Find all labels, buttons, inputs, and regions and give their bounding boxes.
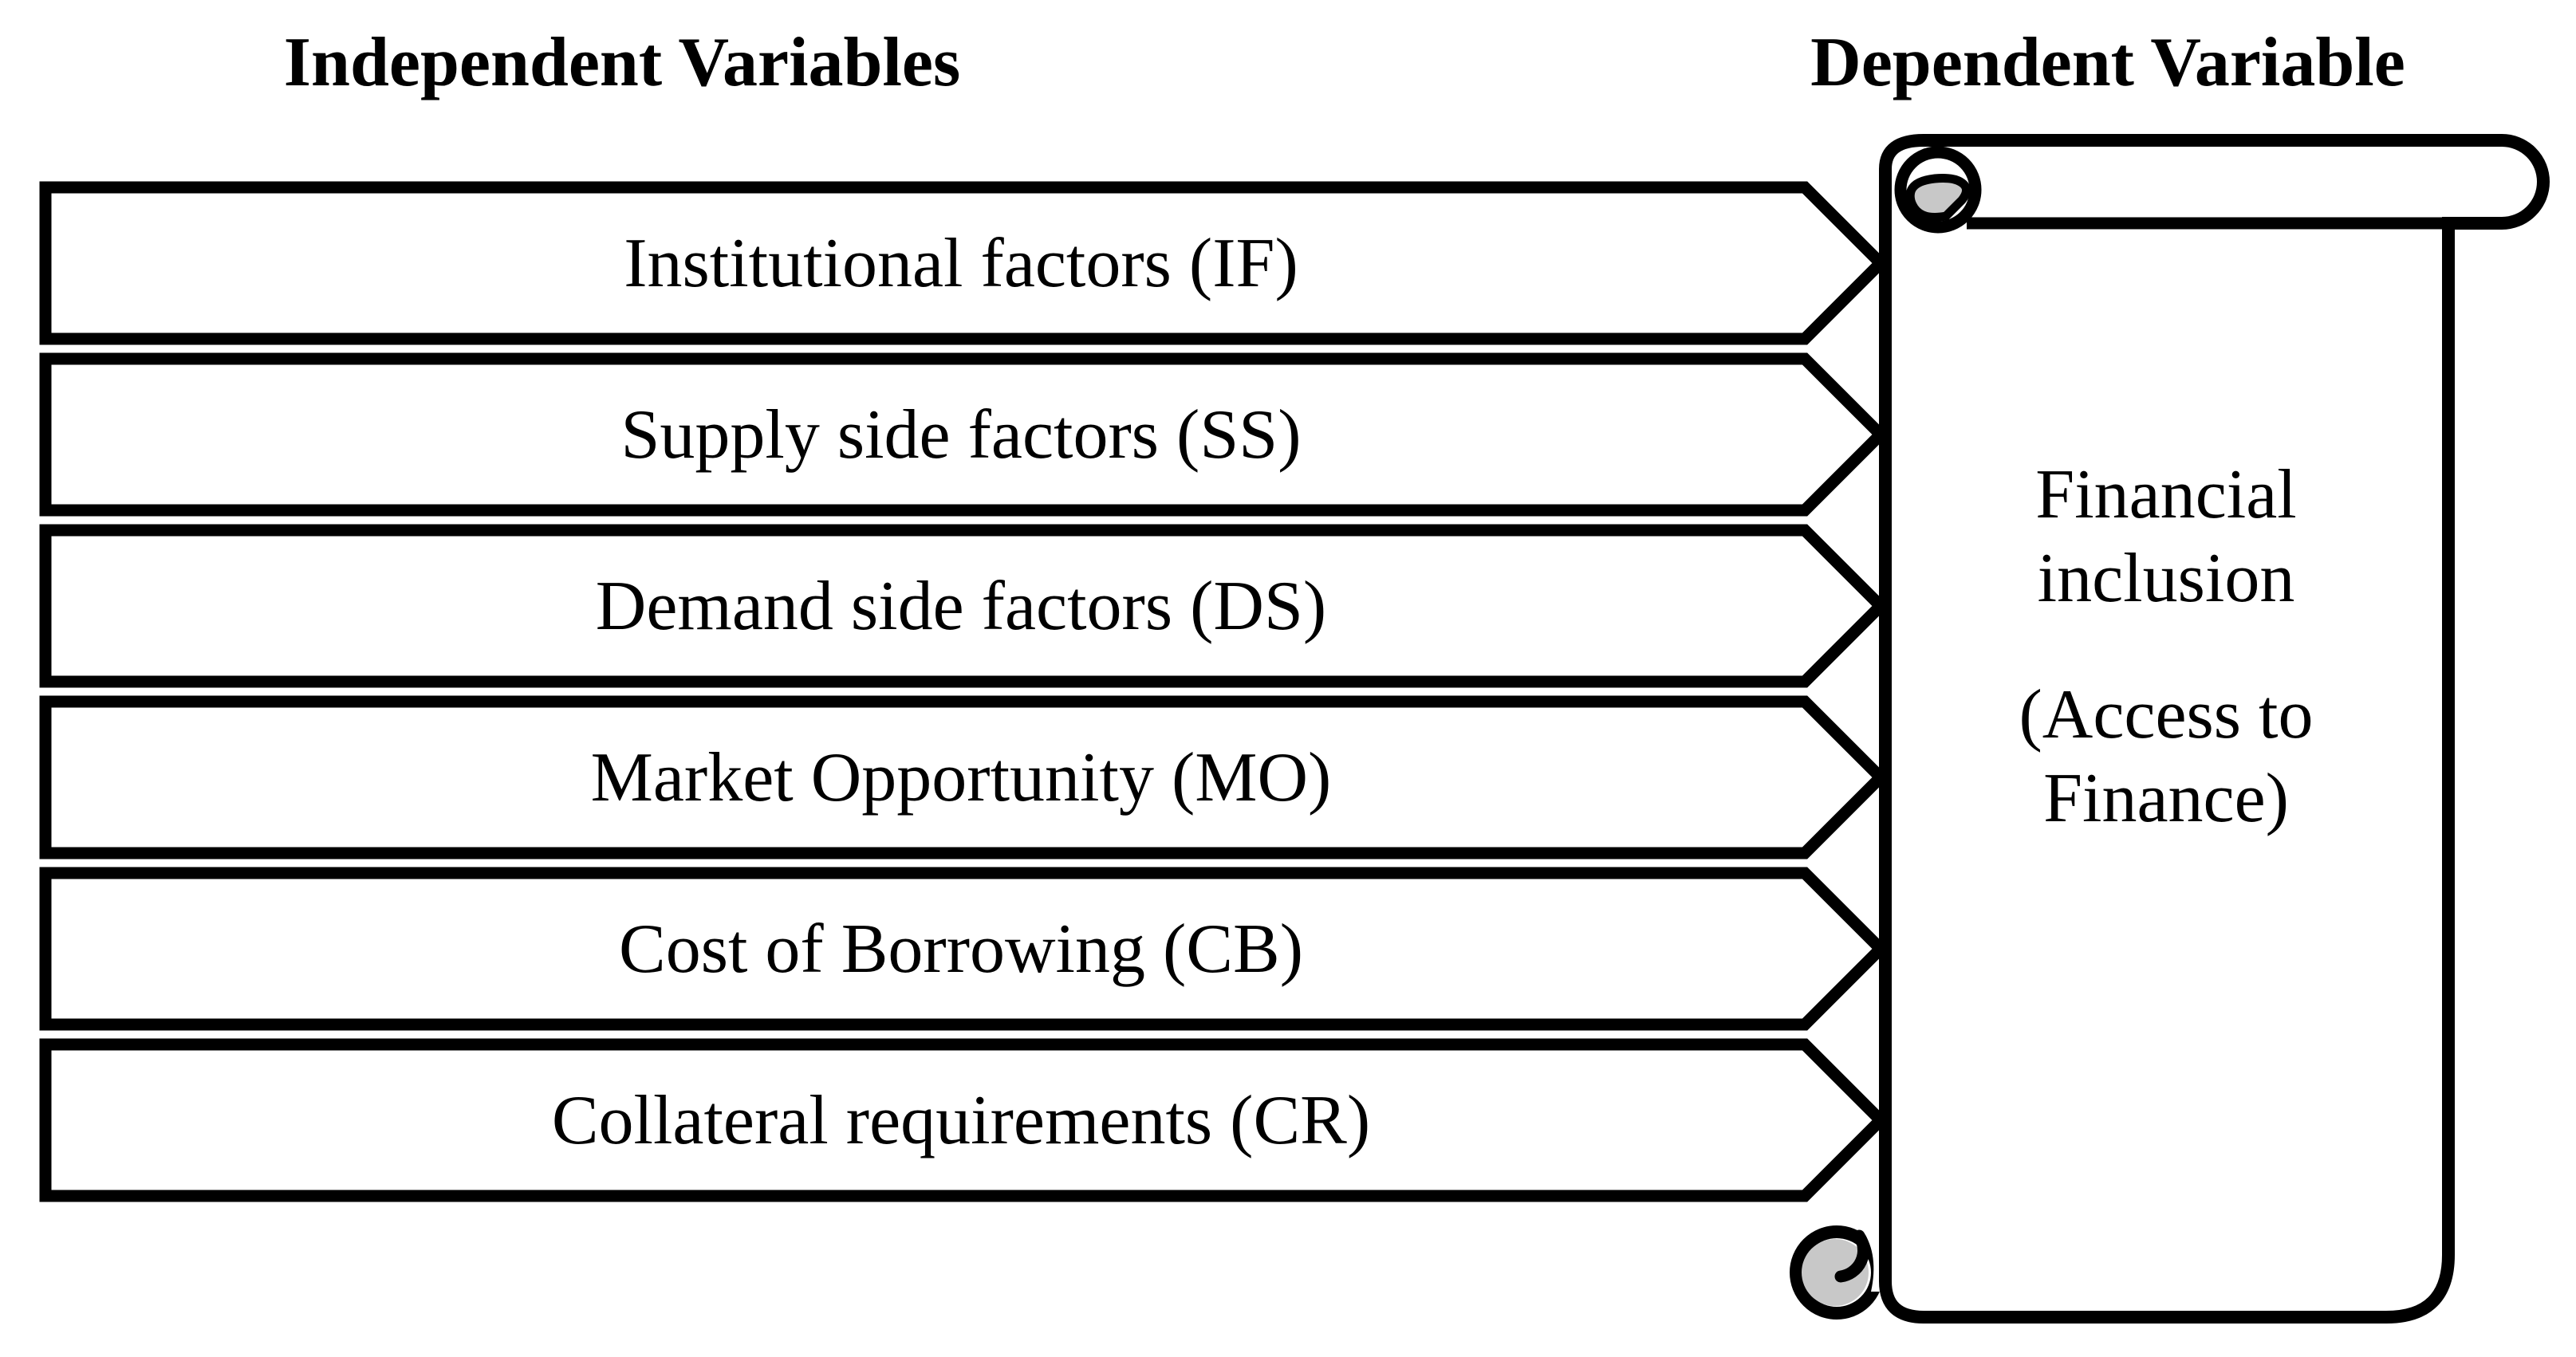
arrow-collateral-requirements — [39, 1038, 1889, 1202]
arrow-demand-side-factors — [39, 524, 1889, 688]
scroll-body — [1879, 134, 2550, 1324]
scroll-top-curl-shape — [1894, 146, 1982, 234]
dependent-variable-title: Dependent Variable — [1810, 23, 2405, 101]
independent-variables-title: Independent Variables — [283, 23, 961, 101]
arrow-cost-of-borrowing — [39, 867, 1889, 1031]
scroll-shape — [1879, 134, 2550, 1324]
scroll-bottom-curl-shape — [1790, 1225, 1884, 1320]
arrow-institutional-factors — [39, 181, 1889, 345]
arrow-market-opportunity — [39, 695, 1889, 859]
dependent-variable-primary-text: Financial inclusion — [2035, 456, 2297, 617]
arrow-supply-side-factors — [39, 352, 1889, 517]
independent-variable-arrows — [39, 181, 1889, 1202]
dependent-variable-text: Financial inclusion (Access to Finance) — [1995, 453, 2338, 840]
dependent-variable-secondary-text: (Access to Finance) — [2019, 676, 2314, 837]
